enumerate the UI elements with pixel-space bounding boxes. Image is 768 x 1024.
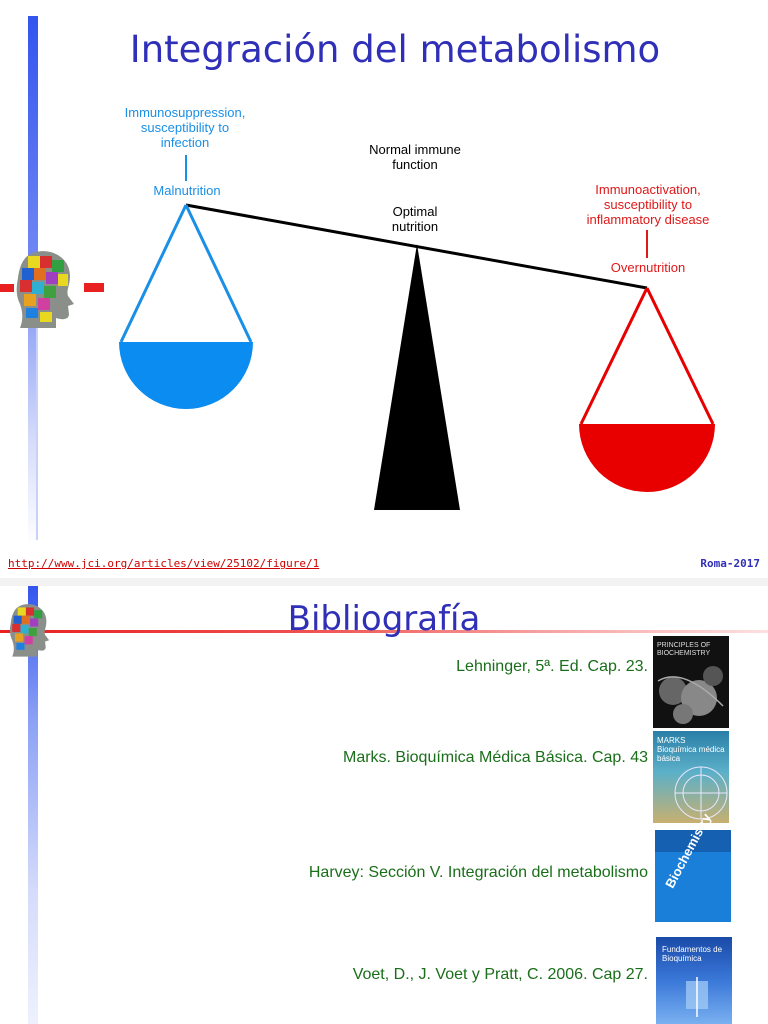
cover-title: PRINCIPLES OF BIOCHEMISTRY bbox=[657, 642, 711, 657]
label-normal-immune-function: Normal immune function bbox=[369, 142, 461, 172]
book-cover-marks: MARKS Bioquímica médica básica bbox=[653, 731, 729, 823]
slide-accent-bar bbox=[28, 586, 38, 1024]
puzzle-head-logo-icon bbox=[9, 604, 50, 657]
fulcrum-triangle bbox=[374, 244, 460, 510]
cover-title: MARKS Bioquímica médica básica bbox=[657, 736, 725, 763]
title-underline bbox=[0, 630, 768, 633]
right-pan-string-left bbox=[579, 287, 649, 425]
label-immunoactivation: Immunoactivation, susceptibility to infl… bbox=[586, 182, 710, 227]
right-pan-string-right bbox=[645, 287, 715, 425]
slide-separator bbox=[0, 578, 768, 586]
nutrition-balance-diagram bbox=[119, 155, 715, 510]
slide-metabolism-integration: Integración del metabolismo Immunosuppre… bbox=[0, 16, 760, 570]
left-pan-malnutrition bbox=[119, 342, 253, 409]
book-cover-lehninger: PRINCIPLES OF BIOCHEMISTRY bbox=[653, 636, 729, 728]
right-pan-overnutrition bbox=[579, 424, 715, 492]
label-overnutrition: Overnutrition bbox=[610, 260, 686, 275]
label-optimal-nutrition: Optimal nutrition bbox=[391, 204, 439, 234]
cover-title: Fundamentos de Bioquímica bbox=[662, 945, 723, 963]
reference-voet: Voet, D., J. Voet y Pratt, C. 2006. Cap … bbox=[352, 966, 648, 983]
book-cover-harvey: Biochemistry bbox=[655, 811, 731, 922]
source-link[interactable]: http://www.jci.org/articles/view/25102/f… bbox=[8, 557, 320, 570]
book-cover-voet: Fundamentos de Bioquímica bbox=[656, 937, 732, 1024]
footer-author: Roma-2017 bbox=[700, 557, 760, 570]
accent-dash-left bbox=[0, 284, 14, 292]
slide-guide-line bbox=[36, 290, 38, 540]
label-immunosuppression: Immunosuppression, susceptibility to inf… bbox=[124, 105, 246, 150]
puzzle-head-logo-icon bbox=[16, 251, 74, 328]
accent-dash-right bbox=[84, 283, 104, 292]
reference-harvey: Harvey: Sección V. Integración del metab… bbox=[308, 864, 648, 881]
reference-marks: Marks. Bioquímica Médica Básica. Cap. 43 bbox=[342, 749, 648, 766]
left-pan-string-left bbox=[119, 204, 188, 343]
left-pan-string-right bbox=[184, 204, 253, 343]
slide-bibliography: Bibliografía Lehninger, 5ª. Ed. Cap. 23.… bbox=[0, 586, 768, 1024]
slide-title: Integración del metabolismo bbox=[129, 28, 661, 71]
reference-lehninger: Lehninger, 5ª. Ed. Cap. 23. bbox=[456, 658, 648, 675]
balance-beam bbox=[185, 203, 648, 290]
label-malnutrition: Malnutrition bbox=[153, 183, 221, 198]
slide-title: Bibliografía bbox=[287, 599, 481, 639]
